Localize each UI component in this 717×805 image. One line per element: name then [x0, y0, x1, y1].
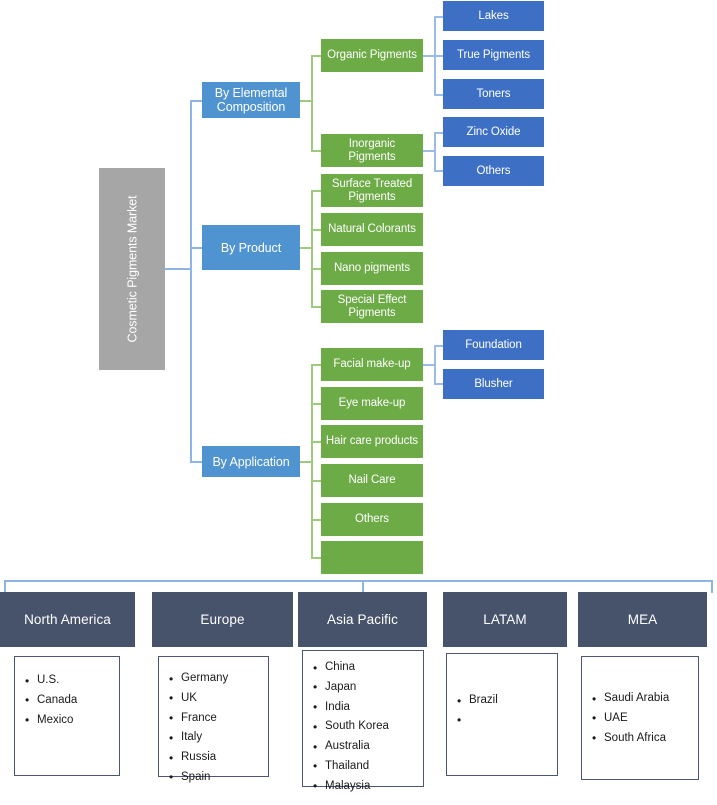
node-foundation[interactable]: Foundation [443, 330, 544, 360]
connector-branch0-spine [311, 55, 313, 151]
list-item: Thailand [313, 756, 423, 776]
connector-branch2-spine [311, 364, 313, 558]
connector-region-bracket-right-tick [711, 580, 713, 593]
list-item: Malaysia [313, 776, 423, 796]
region-body-north-america: U.S. Canada Mexico [14, 656, 120, 776]
node-empty-application[interactable] [321, 541, 423, 574]
connector-inorganic-to-others [434, 170, 444, 172]
node-natural-colorants[interactable]: Natural Colorants [321, 213, 423, 246]
connector-organic-to-truepigments [434, 55, 444, 57]
region-country-list-mea: Saudi Arabia UAE South Africa [582, 689, 698, 749]
region-header-asia-pacific[interactable]: Asia Pacific [298, 592, 427, 647]
connector-organic-stub [423, 55, 435, 57]
branch-node-by-elemental-composition[interactable]: By Elemental Composition [202, 82, 300, 118]
connector-inorganic-to-zincoxide [434, 132, 444, 134]
node-others-application[interactable]: Others [321, 503, 423, 536]
connector-region-bracket-left-tick [4, 580, 6, 593]
list-item: South Africa [592, 728, 698, 748]
connector-facial-to-foundation [434, 345, 444, 347]
region-header-latam[interactable]: LATAM [443, 592, 567, 647]
connector-branch1-to-child-2 [311, 268, 322, 270]
list-item: Saudi Arabia [592, 689, 698, 709]
list-item: India [313, 697, 423, 717]
list-item: UK [169, 688, 268, 708]
list-item: Germany [169, 669, 268, 689]
connector-branch1-stub [300, 247, 312, 249]
connector-branch2-to-child-1 [311, 403, 322, 405]
node-special-effect-pigments[interactable]: Special Effect Pigments [321, 290, 423, 323]
region-country-list-north-america: U.S. Canada Mexico [15, 671, 119, 731]
connector-spine-to-branch-1 [190, 247, 203, 249]
list-item: South Korea [313, 717, 423, 737]
connector-branch2-stub [300, 461, 312, 463]
node-blusher[interactable]: Blusher [443, 369, 544, 399]
connector-branch1-spine [311, 190, 313, 307]
list-item: Mexico [25, 710, 119, 730]
connector-facial-to-blusher [434, 383, 444, 385]
list-item: Italy [169, 728, 268, 748]
region-body-latam: Brazil [446, 653, 558, 776]
node-toners[interactable]: Toners [443, 79, 544, 109]
region-header-north-america[interactable]: North America [0, 592, 135, 647]
connector-branch2-to-child-4 [311, 519, 322, 521]
connector-inorganic-stub [423, 150, 435, 152]
connector-branch2-to-child-5 [311, 557, 322, 559]
region-body-mea: Saudi Arabia UAE South Africa [581, 656, 699, 780]
connector-branch1-to-child-0 [311, 190, 322, 192]
list-item: Australia [313, 737, 423, 757]
list-item: Canada [25, 690, 119, 710]
connector-facial-spine [434, 345, 436, 384]
node-inorganic-pigments[interactable]: Inorganic Pigments [321, 134, 423, 167]
branch-node-by-product[interactable]: By Product [202, 225, 300, 270]
node-others-inorganic[interactable]: Others [443, 156, 544, 186]
list-item: Japan [313, 677, 423, 697]
region-body-europe: Germany UK France Italy Russia Spain [158, 656, 269, 788]
list-item: Brazil [457, 691, 557, 711]
root-node-label: Cosmetic Pigments Market [125, 195, 140, 343]
node-nano-pigments[interactable]: Nano pigments [321, 252, 423, 285]
region-body-asia-pacific: China Japan India South Korea Australia … [302, 650, 424, 796]
list-item: France [169, 708, 268, 728]
connector-branch0-to-inorganic [311, 150, 322, 152]
region-header-mea[interactable]: MEA [578, 592, 707, 647]
connector-branch2-to-child-2 [311, 441, 322, 443]
region-country-list-asia-pacific: China Japan India South Korea Australia … [303, 658, 423, 797]
list-item: UAE [592, 708, 698, 728]
connector-spine-to-branch-0 [190, 100, 203, 102]
node-facial-make-up[interactable]: Facial make-up [321, 348, 423, 381]
node-lakes[interactable]: Lakes [443, 1, 544, 31]
list-item: U.S. [25, 671, 119, 691]
node-eye-make-up[interactable]: Eye make-up [321, 387, 423, 420]
connector-branch2-to-child-0 [311, 364, 322, 366]
root-node[interactable]: Cosmetic Pigments Market [99, 168, 165, 370]
connector-root-spine [190, 100, 192, 462]
connector-region-bracket-horizontal [4, 580, 713, 582]
connector-organic-to-toners [434, 94, 444, 96]
connector-facial-stub [423, 364, 435, 366]
connector-branch0-stub [300, 100, 312, 102]
list-item: Russia [169, 748, 268, 768]
list-item: China [313, 658, 423, 678]
connector-spine-to-branch-2 [190, 461, 203, 463]
region-country-list-europe: Germany UK France Italy Russia Spain [159, 669, 268, 788]
node-hair-care-products[interactable]: Hair care products [321, 425, 423, 458]
region-country-list-latam: Brazil [447, 691, 557, 731]
connector-branch0-to-organic [311, 55, 322, 57]
connector-inorganic-spine [434, 132, 436, 171]
node-true-pigments[interactable]: True Pigments [443, 40, 544, 70]
list-item: Spain [169, 767, 268, 787]
connector-branch1-to-child-3 [311, 306, 322, 308]
connector-organic-to-lakes [434, 16, 444, 18]
node-nail-care[interactable]: Nail Care [321, 464, 423, 497]
connector-root-stub [164, 268, 191, 270]
connector-branch1-to-child-1 [311, 229, 322, 231]
connector-branch2-to-child-3 [311, 480, 322, 482]
node-surface-treated-pigments[interactable]: Surface Treated Pigments [321, 174, 423, 207]
node-organic-pigments[interactable]: Organic Pigments [321, 39, 423, 72]
branch-node-by-application[interactable]: By Application [202, 446, 300, 477]
node-zinc-oxide[interactable]: Zinc Oxide [443, 117, 544, 147]
region-header-europe[interactable]: Europe [152, 592, 293, 647]
